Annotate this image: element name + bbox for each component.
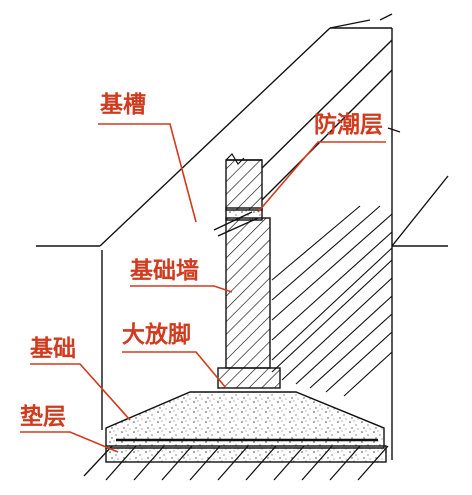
leader-damp-proof-course xyxy=(257,141,386,213)
leader-footing-step xyxy=(122,351,227,389)
label-foundation: 基础 xyxy=(30,336,76,362)
trench-outline xyxy=(36,13,449,460)
foundation-wall xyxy=(225,153,271,369)
label-footing-step: 大放脚 xyxy=(122,322,191,348)
damp-proof-course-band xyxy=(213,207,263,237)
leader-foundation xyxy=(30,363,131,421)
leader-foundation-wall xyxy=(130,285,233,293)
leader-lines xyxy=(20,123,386,453)
leader-trench xyxy=(98,123,197,223)
cushion-layer xyxy=(105,445,387,463)
footing-step xyxy=(217,367,281,389)
ground-hatching xyxy=(83,445,389,481)
label-foundation-wall: 基础墙 xyxy=(130,258,199,284)
label-damp-proof-course: 防潮层 xyxy=(314,112,383,138)
label-trench: 基槽 xyxy=(100,92,146,118)
leader-cushion xyxy=(20,431,119,453)
back-wall-hatching xyxy=(271,205,393,397)
label-cushion: 垫层 xyxy=(20,404,66,430)
